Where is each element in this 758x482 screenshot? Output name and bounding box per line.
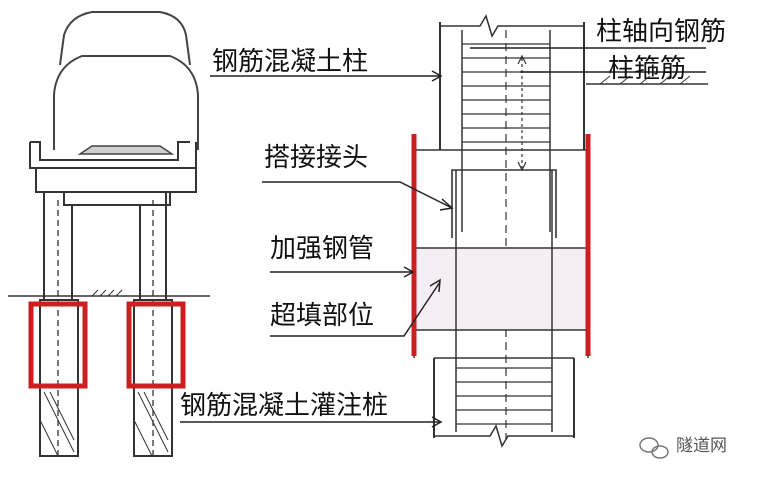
overfill-zone-fill [414,248,588,330]
leader-lines [180,47,706,428]
arrow-bored-pile [431,416,443,428]
vehicle-bogie [77,145,175,155]
arrow-lap-joint [439,198,454,211]
pile-stirrups [456,367,552,425]
pier-cap [35,168,197,206]
viaduct-section [8,11,210,457]
label-column-axial-rebar: 柱轴向钢筋 [596,17,727,47]
ground-hatch-left [91,289,123,297]
vehicle-back-outline [59,11,191,66]
wechat-icon [639,437,669,459]
leader-lap-joint [262,181,453,209]
arrow-rc-column [431,70,443,82]
leader-overfill [270,281,441,337]
pile-cage-top [451,169,557,238]
vehicle-front-outline [53,55,199,150]
label-overfill-zone: 超填部位 [270,301,375,331]
pile-right [133,299,173,457]
label-bored-pile: 钢筋混凝土灌注桩 [180,391,389,421]
label-column-stirrup: 柱箍筋 [608,54,687,84]
pile-break-bottom [434,424,574,448]
watermark-text: 隧道网 [676,436,727,456]
pile-right-hatch [133,391,169,457]
pile-left-hatch [39,391,75,457]
bridge-deck [29,141,197,169]
highlight-box-right [126,301,186,389]
arrow-steel-casing [403,266,415,278]
label-steel-casing: 加强钢管 [270,234,375,264]
highlight-box-left [28,301,88,389]
column-break-top [440,14,584,38]
arrow-overfill [429,278,441,293]
label-rc-column: 钢筋混凝土柱 [212,47,369,77]
pile-left [39,299,79,457]
ground-hatch-right [599,75,691,85]
label-lap-joint: 搭接接头 [264,143,369,173]
